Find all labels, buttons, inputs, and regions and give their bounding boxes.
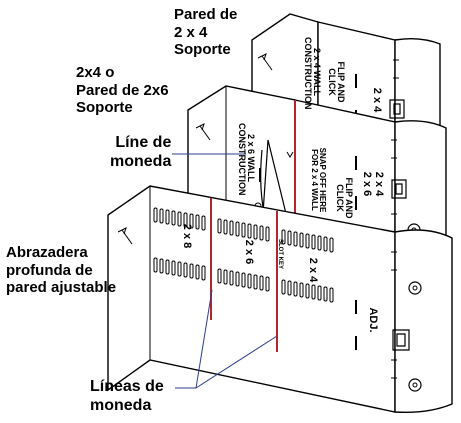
middle-snap-text: SNAP OFF HERE FOR 2 x 4 WALL (309, 142, 326, 218)
label-wall-2x4-or-2x6-line-3: Soporte (76, 99, 169, 117)
top-construction-text: 2 x 4 WALL CONSTRUCTION (302, 37, 321, 107)
bottom-slot-key-value: SLOT KEY (277, 229, 283, 279)
top-flip-line-2: CLICK (326, 57, 335, 107)
middle-construction-line-2: CONSTRUCTION (236, 123, 245, 193)
label-coin-lines: Líneas de moneda (90, 378, 164, 416)
middle-snap-line-1: SNAP OFF HERE (318, 142, 326, 218)
label-coin-line-line-1: Líne de (110, 134, 171, 153)
top-size-value: 2 x 4 (370, 80, 382, 120)
top-construction-line-2: CONSTRUCTION (302, 37, 311, 107)
middle-construction-text: 2 x 6 WALL CONSTRUCTION (236, 123, 255, 193)
label-wall-2x4-or-2x6-line-2: Pared de 2x6 (76, 82, 169, 100)
label-adjustable-deep-wall-line-1: Abrazadera (6, 244, 116, 262)
label-wall-2x4-line-3: Soporte (174, 41, 237, 59)
bottom-size-2x4: 2 x 4 (306, 250, 318, 290)
middle-flip-line-1: FLIP AND (344, 173, 353, 223)
bottom-size-2x6: 2 x 6 (242, 232, 254, 272)
middle-flip-text: FLIP AND CLICK (334, 173, 353, 223)
label-wall-2x4-or-2x6: 2x4 o Pared de 2x6 Soporte (76, 64, 169, 117)
bottom-size-2x8: 2 x 8 (180, 216, 192, 256)
bottom-side-text: ADJ. (366, 300, 378, 340)
middle-flip-line-2: CLICK (334, 173, 343, 223)
label-coin-lines-line-2: moneda (90, 397, 164, 416)
label-coin-line-line-2: moneda (110, 153, 171, 172)
label-adjustable-deep-wall: Abrazadera profunda de pared ajustable (6, 244, 116, 297)
label-wall-2x4-line-2: 2 x 4 (174, 24, 237, 42)
label-wall-2x4-line-1: Pared de (174, 6, 237, 24)
label-coin-line: Líne de moneda (110, 134, 171, 172)
bottom-slot-key: SLOT KEY (277, 229, 283, 279)
label-adjustable-deep-wall-line-3: pared ajustable (6, 279, 116, 297)
middle-construction-line-1: 2 x 6 WALL (246, 123, 255, 193)
middle-snap-line-2: FOR 2 x 4 WALL (309, 142, 317, 218)
label-wall-2x4: Pared de 2 x 4 Soporte (174, 6, 237, 59)
middle-size-text: 2 x 4 2 x 6 (361, 164, 384, 204)
top-flip-line-1: FLIP AND (336, 57, 345, 107)
middle-size-line-1: 2 x 4 (372, 164, 384, 204)
label-coin-lines-line-1: Líneas de (90, 378, 164, 397)
bottom-size-2x6-value: 2 x 6 (242, 232, 254, 272)
top-flip-text: FLIP AND CLICK (326, 57, 345, 107)
top-construction-line-1: 2 x 4 WALL (312, 37, 321, 107)
bottom-side-value: ADJ. (366, 300, 378, 340)
label-adjustable-deep-wall-line-2: profunda de (6, 262, 116, 280)
bottom-size-2x4-value: 2 x 4 (306, 250, 318, 290)
label-wall-2x4-or-2x6-line-1: 2x4 o (76, 64, 169, 82)
middle-size-line-2: 2 x 6 (361, 164, 373, 204)
bottom-size-2x8-value: 2 x 8 (180, 216, 192, 256)
top-size-text: 2 x 4 (370, 80, 382, 120)
